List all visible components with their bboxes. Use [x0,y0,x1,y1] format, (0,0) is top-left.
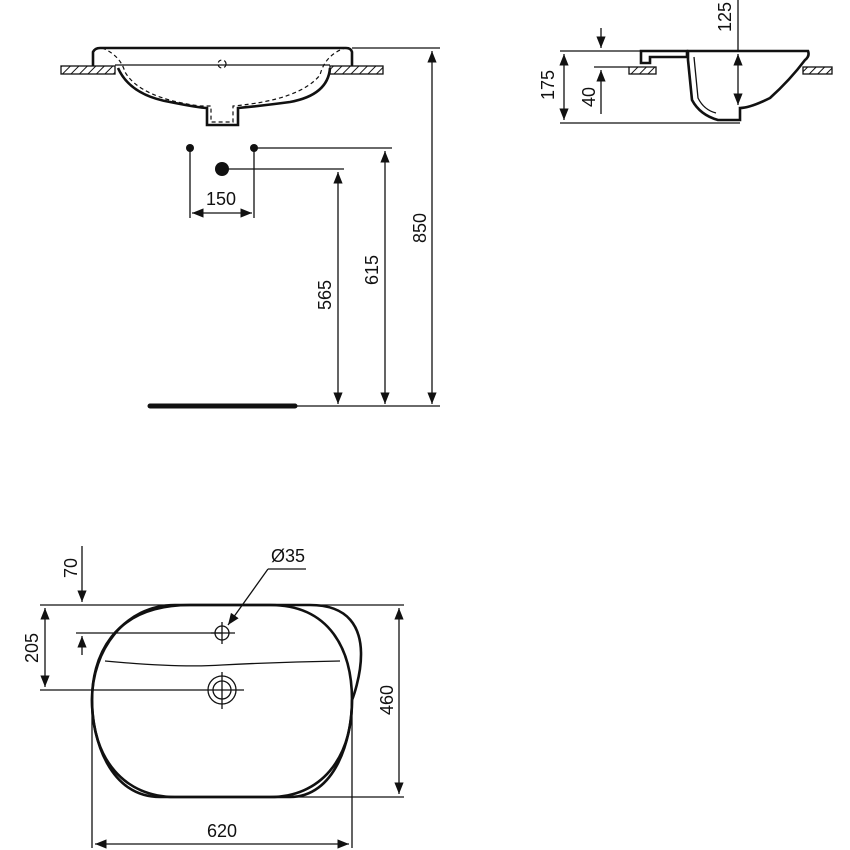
dim-tap-hole-diameter: Ø35 [271,546,305,566]
dim-height-615: 615 [362,255,382,285]
dim-depth-125: 125 [715,2,735,32]
top-view: 70 205 Ø35 460 620 [22,546,404,849]
dim-waste-offset: 205 [22,633,42,663]
tap-connections [186,144,392,218]
dim-width-620: 620 [207,821,237,841]
dim-depth-460: 460 [377,685,397,715]
dim-tap-offset: 70 [61,558,81,578]
front-view: 150 565 615 850 [60,46,440,409]
dim-tap-spacing: 150 [206,189,236,209]
side-view: 175 40 125 [538,0,833,124]
front-basin-section [60,46,384,127]
dim-height-850: 850 [410,213,430,243]
dim-total-175: 175 [538,70,558,100]
dim-height-565: 565 [315,280,335,310]
dim-rim-40: 40 [579,87,599,107]
